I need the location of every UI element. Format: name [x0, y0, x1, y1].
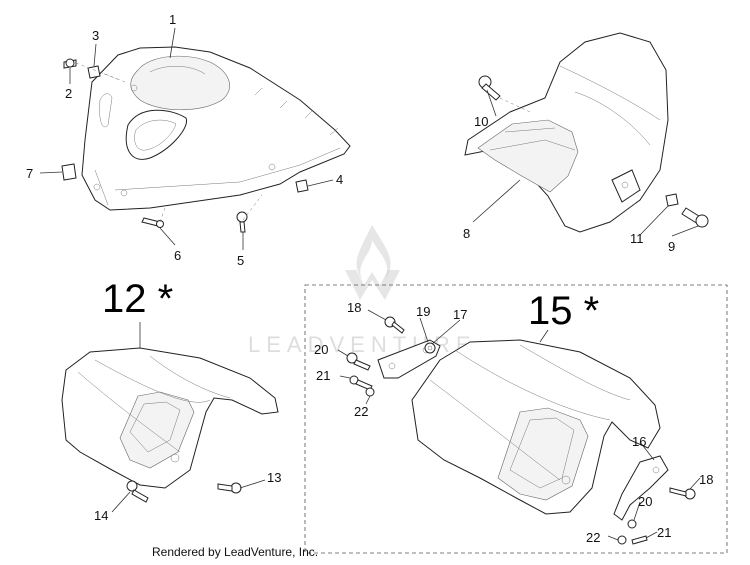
part-washer-22a	[365, 387, 375, 397]
part-clip-3	[87, 65, 101, 79]
leadventure-watermark: LEADVENTURE	[248, 225, 477, 357]
part-washer-19	[424, 342, 436, 354]
callout-22-lower: 22	[586, 530, 600, 545]
render-credit: Rendered by LeadVenture, Inc.	[152, 545, 319, 559]
part-clip-4	[295, 179, 309, 193]
callout-14: 14	[94, 508, 108, 523]
part-front-mudguard-12	[61, 347, 279, 489]
callout-6: 6	[174, 248, 181, 263]
part-screw-20b	[627, 519, 637, 529]
part-front-mudguard-15	[411, 339, 661, 515]
part-screw-20a	[346, 352, 371, 371]
part-bracket-17	[377, 339, 441, 379]
callout-20-upper: 20	[314, 342, 328, 357]
part-clip-7	[61, 163, 77, 181]
callout-18-lower: 18	[699, 472, 713, 487]
part-screw-9	[681, 207, 709, 228]
callout-8: 8	[463, 226, 470, 241]
assembly-15-box	[304, 284, 728, 554]
part-screw-14	[126, 480, 149, 503]
part-screw-6	[141, 217, 164, 228]
callout-4: 4	[336, 172, 343, 187]
part-screw-2	[63, 58, 77, 69]
leader-lines	[39, 27, 701, 541]
part-screw-5	[236, 211, 248, 233]
part-screw-13	[217, 482, 242, 494]
callout-18-upper: 18	[347, 300, 361, 315]
part-inner-shield	[81, 46, 351, 211]
part-screw-21b	[631, 535, 648, 545]
callout-labels: 1 2 3 4 5 6 7 8 9 10 11 13 14 16 17 18 1…	[26, 12, 713, 545]
callout-19: 19	[416, 304, 430, 319]
assembly-label-12: 12 *	[102, 277, 173, 321]
part-bracket-16	[613, 455, 669, 521]
part-screw-10	[478, 75, 501, 101]
watermark-text: LEADVENTURE	[248, 332, 477, 357]
callout-21-upper: 21	[316, 368, 330, 383]
callout-3: 3	[92, 28, 99, 43]
callout-1: 1	[169, 12, 176, 27]
callout-7: 7	[26, 166, 33, 181]
callout-16: 16	[632, 434, 646, 449]
part-screw-18b	[669, 487, 696, 500]
callout-17: 17	[453, 307, 467, 322]
callout-11: 11	[630, 231, 644, 246]
part-clip-11	[665, 193, 679, 207]
part-rear-mudguard	[464, 32, 669, 233]
callout-13: 13	[267, 470, 281, 485]
callout-9: 9	[668, 239, 675, 254]
callout-2: 2	[65, 86, 72, 101]
callout-10: 10	[474, 114, 488, 129]
callout-5: 5	[237, 253, 244, 268]
callout-22-upper: 22	[354, 404, 368, 419]
part-washer-22b	[617, 535, 627, 545]
assembly-label-15: 15 *	[528, 289, 599, 333]
callout-21-lower: 21	[657, 525, 671, 540]
part-screw-18a	[384, 316, 405, 334]
callout-20-lower: 20	[638, 494, 652, 509]
